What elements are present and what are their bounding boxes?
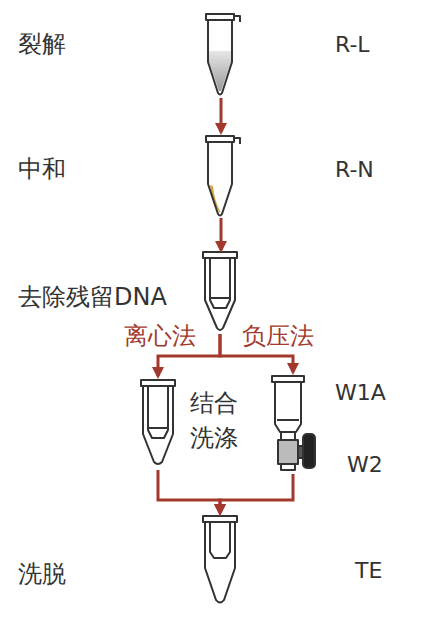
- step-tube: 去除残留DNA: [200, 252, 240, 332]
- centrifuge-column: [141, 380, 175, 464]
- reagent-label: W2: [347, 452, 383, 478]
- step-label: 结合 洗涤: [190, 386, 243, 456]
- vacuum-column: [272, 376, 315, 470]
- step-label: 中和: [18, 155, 66, 184]
- flow-arrow: [220, 474, 293, 513]
- flow-arrow: [220, 98, 223, 132]
- elution-tube: [203, 516, 237, 603]
- spin-column: [203, 252, 237, 330]
- method-label: 离心法: [122, 322, 198, 351]
- step-tube: W1AW2: [270, 374, 316, 472]
- step-tube: 裂解R-L: [206, 12, 236, 96]
- step-label: 裂解: [18, 30, 66, 59]
- neutralize-tube: [206, 136, 240, 216]
- flow-arrow: [158, 470, 220, 513]
- reagent-label: R-N: [335, 157, 374, 183]
- reagent-label: TE: [355, 558, 382, 584]
- method-label: 负压法: [240, 322, 316, 351]
- step-label: 洗脱: [18, 560, 66, 589]
- reagent-label: R-L: [335, 32, 370, 58]
- step-tube: 结合 洗涤: [140, 378, 176, 468]
- lysis-tube: [206, 14, 240, 95]
- reagent-label: W1A: [335, 380, 386, 406]
- flow-arrow: [220, 218, 223, 250]
- step-label: 去除残留DNA: [18, 283, 167, 312]
- step-tube: 中和R-N: [206, 134, 236, 216]
- step-tube: 洗脱TE: [200, 515, 240, 607]
